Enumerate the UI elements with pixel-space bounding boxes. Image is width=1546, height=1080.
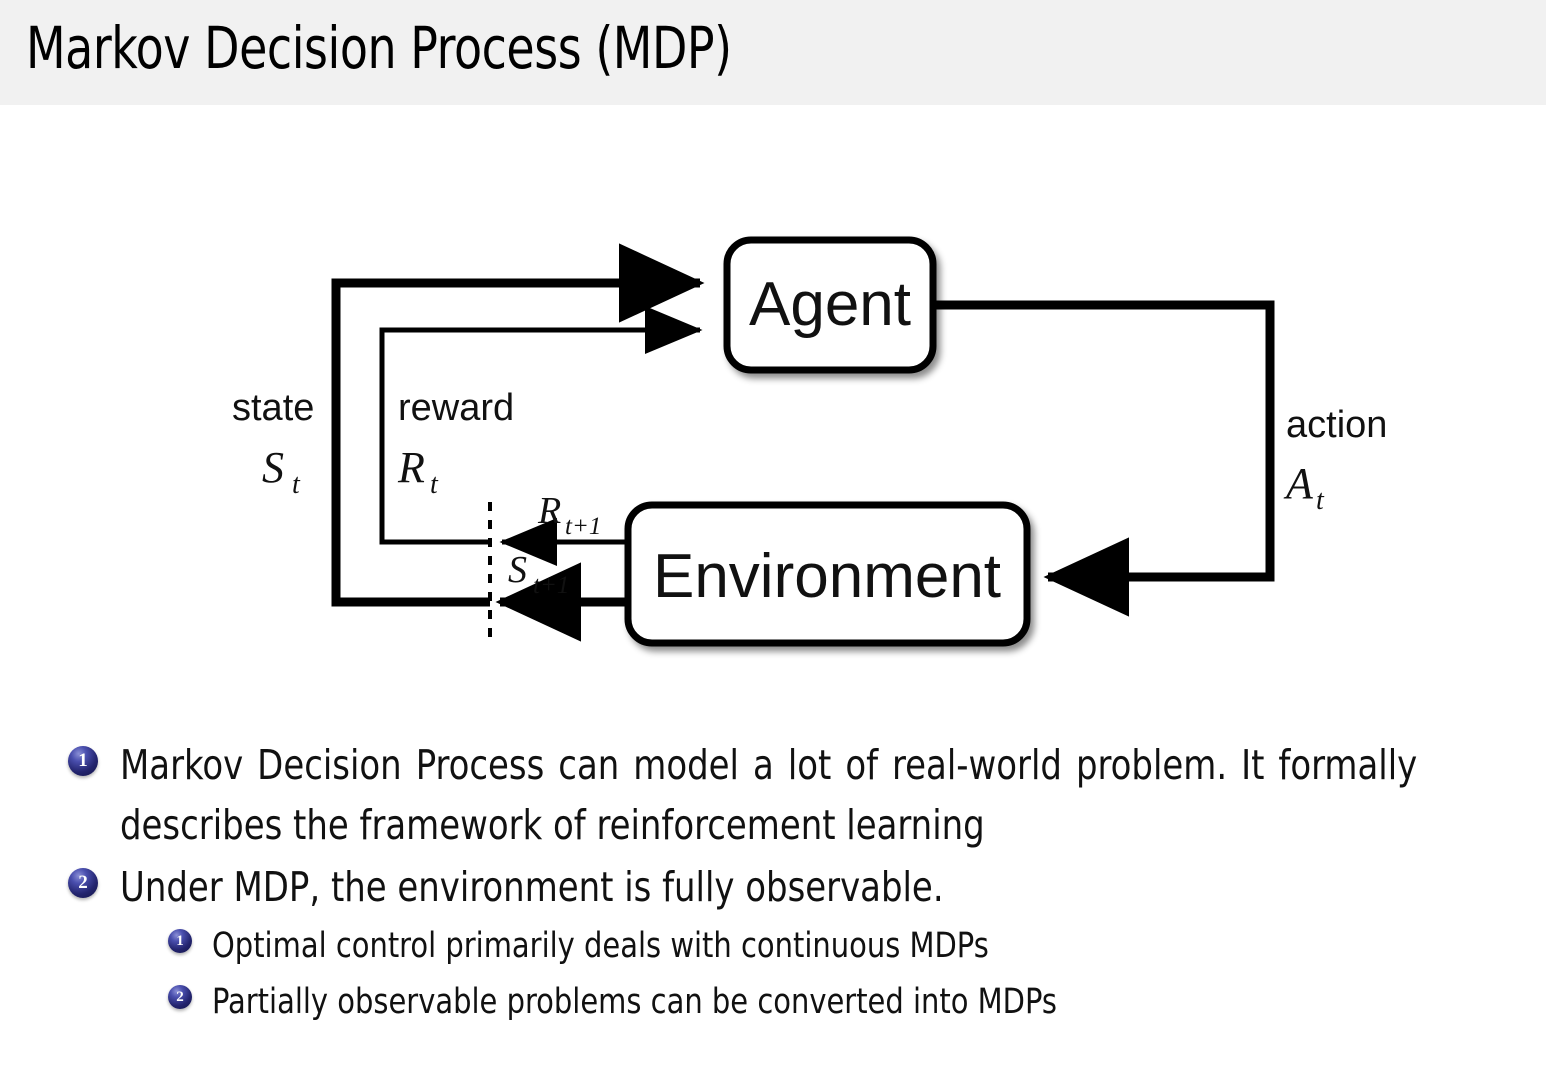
sub-bullet-badge-2: 2 xyxy=(168,985,192,1009)
reward-label: reward R t xyxy=(397,387,514,500)
sub-bullet-badge-1: 1 xyxy=(168,929,192,953)
page-title: Markov Decision Process (MDP) xyxy=(26,14,732,82)
bullet-list: 1 Markov Decision Process can model a lo… xyxy=(0,735,1546,1031)
svg-text:t+1: t+1 xyxy=(533,572,569,599)
bullet-badge-2: 2 xyxy=(68,868,98,898)
list-item: 2 Under MDP, the environment is fully ob… xyxy=(68,857,1546,917)
svg-text:S: S xyxy=(508,549,527,591)
agent-label: Agent xyxy=(749,270,911,339)
next-reward-label: R t+1 xyxy=(537,490,601,540)
mdp-interaction-diagram: Agent Environment state S t reward R t a… xyxy=(0,110,1546,700)
agent-node: Agent xyxy=(723,236,937,374)
svg-text:reward: reward xyxy=(398,387,514,429)
svg-text:action: action xyxy=(1286,404,1387,446)
sub-bullet-text-1: Optimal control primarily deals with con… xyxy=(212,926,989,966)
svg-text:state: state xyxy=(232,387,314,429)
svg-text:A: A xyxy=(1283,459,1314,508)
state-label: state S t xyxy=(232,387,314,500)
action-path xyxy=(933,300,1275,617)
bullet-text-1: Markov Decision Process can model a lot … xyxy=(120,741,1418,849)
svg-text:t: t xyxy=(1316,485,1325,516)
sub-list-item: 2 Partially observable problems can be c… xyxy=(168,975,1546,1029)
svg-text:R: R xyxy=(537,490,561,532)
svg-text:R: R xyxy=(397,443,425,492)
slide-header-band xyxy=(0,0,1546,105)
svg-text:t: t xyxy=(430,469,439,500)
svg-text:S: S xyxy=(262,443,284,492)
sub-list-item: 1 Optimal control primarily deals with c… xyxy=(168,919,1546,973)
bullet-text-2: Under MDP, the environment is fully obse… xyxy=(120,863,944,911)
reward-feedback-path xyxy=(379,306,703,545)
svg-text:t+1: t+1 xyxy=(565,513,601,540)
environment-label: Environment xyxy=(653,542,1001,611)
state-feedback-path xyxy=(331,243,705,607)
svg-text:t: t xyxy=(292,469,301,500)
sub-bullet-text-2: Partially observable problems can be con… xyxy=(212,982,1057,1022)
next-state-label: S t+1 xyxy=(508,549,569,599)
environment-node: Environment xyxy=(624,501,1031,647)
list-item: 1 Markov Decision Process can model a lo… xyxy=(68,735,1546,855)
action-label: action A t xyxy=(1283,404,1387,516)
bullet-badge-1: 1 xyxy=(68,746,98,776)
